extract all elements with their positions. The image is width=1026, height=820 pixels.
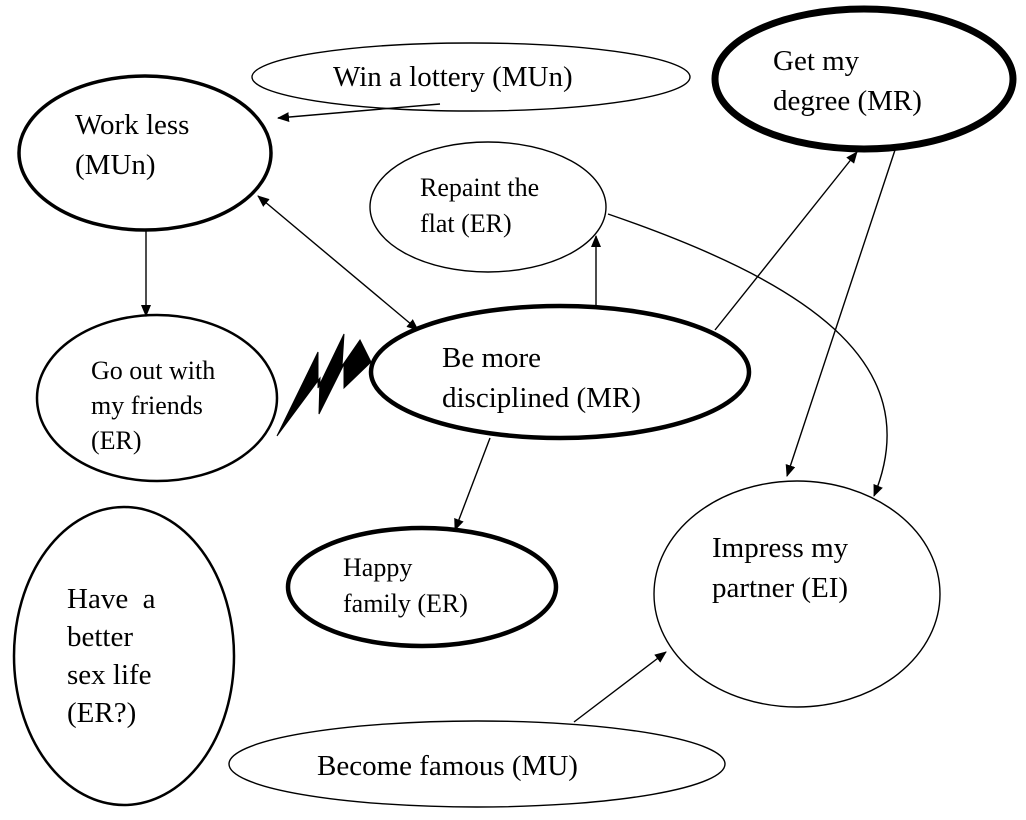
node-work-less-label: Work less (MUn): [75, 109, 197, 181]
node-win-lottery: Win a lottery (MUn): [251, 42, 691, 112]
node-go-out-shape: [35, 313, 279, 483]
node-impress-partner-shape: [653, 480, 941, 708]
node-get-degree-shape: [711, 5, 1017, 153]
node-become-famous-shape: [228, 720, 726, 808]
node-sex-life-label: Have a better sex life (ER?): [67, 583, 163, 729]
edge-disciplined-to-degree: [714, 151, 858, 331]
node-win-lottery-shape: [251, 42, 691, 112]
edge-famous-to-impress: [573, 651, 667, 723]
node-become-famous: Become famous (MU): [228, 720, 726, 808]
edges: [141, 103, 896, 723]
node-go-out-label: Go out with my friends (ER): [91, 356, 222, 455]
edge-degree-to-impress: [785, 149, 896, 477]
node-repaint-flat-shape: [369, 141, 607, 273]
node-win-lottery-label: Win a lottery (MUn): [333, 61, 573, 93]
node-repaint-flat: Repaint the flat (ER): [369, 141, 607, 273]
node-impress-partner-label: Impress my partner (EI): [712, 532, 855, 604]
node-repaint-flat-label: Repaint the flat (ER): [420, 173, 546, 238]
node-get-degree-label: Get my degree (MR): [773, 45, 922, 117]
node-work-less-shape: [17, 74, 273, 232]
edge-disciplined-to-happy-family: [454, 437, 491, 531]
node-work-less: Work less (MUn): [17, 74, 273, 232]
node-happy-family: Happy family (ER): [285, 525, 559, 649]
node-be-disciplined-label: Be more disciplined (MR): [442, 342, 641, 414]
node-impress-partner: Impress my partner (EI): [653, 480, 941, 708]
edge-repaint-to-impress: [607, 213, 888, 497]
node-happy-family-label: Happy family (ER): [343, 553, 468, 618]
edge-lottery-to-work-less: [277, 103, 441, 123]
node-sex-life-shape: [12, 505, 236, 807]
conflict-lightning-icon: [276, 333, 372, 437]
node-go-out: Go out with my friends (ER): [35, 313, 279, 483]
node-be-disciplined: Be more disciplined (MR): [368, 303, 752, 441]
node-happy-family-shape: [285, 525, 559, 649]
node-sex-life: Have a better sex life (ER?): [12, 505, 236, 807]
node-get-degree: Get my degree (MR): [711, 5, 1017, 153]
node-become-famous-label: Become famous (MU): [317, 750, 578, 782]
node-be-disciplined-shape: [368, 303, 752, 441]
edge-work-less-disciplined-bidirectional: [257, 195, 419, 331]
